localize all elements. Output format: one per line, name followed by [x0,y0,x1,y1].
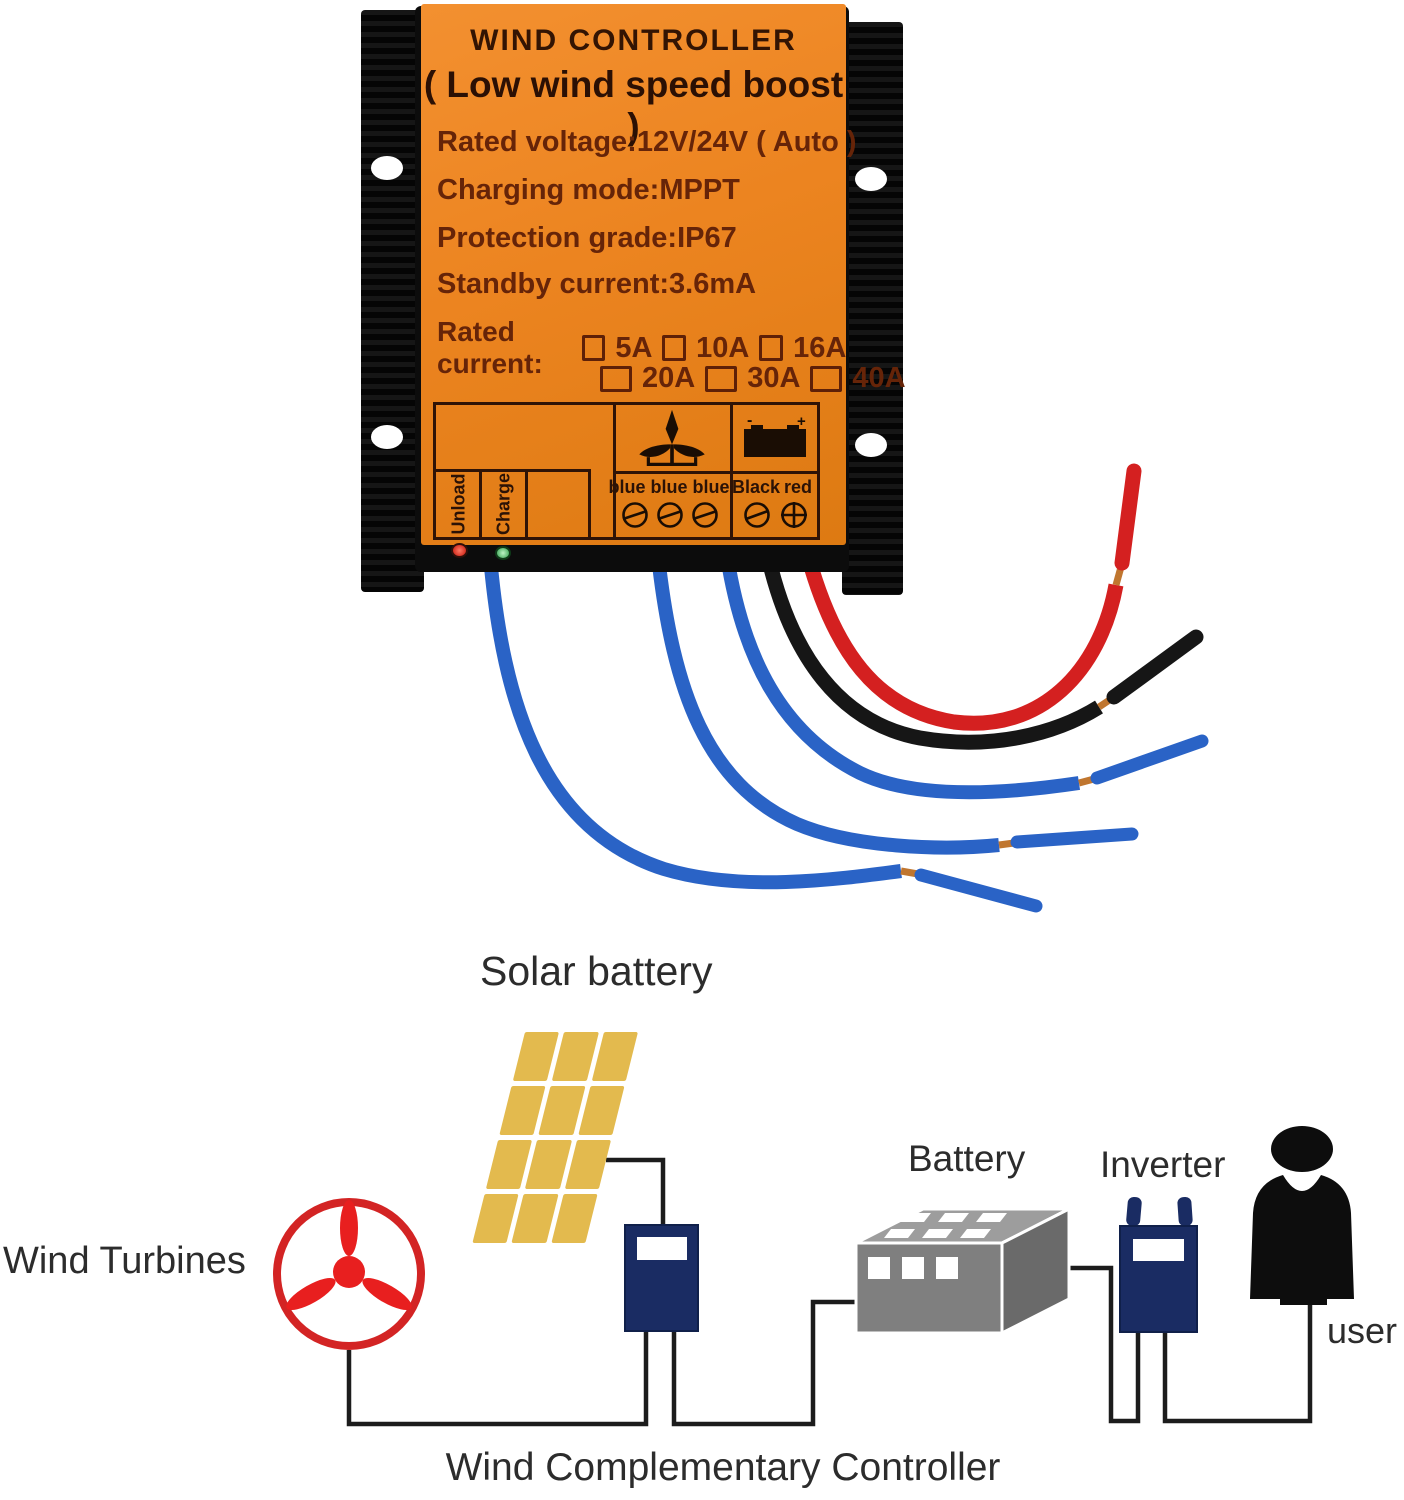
black-wire-tip [1106,629,1204,705]
blue-wire-3 [720,554,1081,800]
turbine-wires-label: blue blue blue [608,477,730,497]
current-checkbox-30a [705,365,738,392]
mounting-hole [855,167,887,191]
svg-text:+: + [797,413,806,430]
battery-neg-wire-label: Black [731,477,781,497]
wind-turbines-label: Wind Turbines [3,1240,246,1282]
mounting-hole [371,425,403,449]
current-option-5a: 5A [615,331,653,364]
current-checkbox-20a [600,365,632,392]
spec-rated-voltage: Rated voltage:12V/24V ( Auto ) [437,126,857,158]
svg-text:-: - [747,413,752,429]
inverter-to-user-line [1162,1305,1313,1424]
current-option-40a: 40A [852,362,906,394]
screw-terminal-icon [744,502,770,528]
rated-current-label: Rated current: [437,316,543,379]
current-checkbox-40a [810,365,843,392]
divider [479,469,482,537]
divider [525,469,528,537]
blue-wire-3-tip [1090,734,1209,785]
inverter-label: Inverter [1100,1144,1226,1185]
red-wire [800,553,1124,731]
red-led-indicator [451,543,468,558]
screw-terminal-icon [657,502,683,528]
battery-terminal-icon: - + [744,413,806,457]
current-option-16a: 16A [793,331,847,364]
blue-wire-2-tip [1010,827,1139,849]
current-checkbox-16a [759,335,784,361]
solar-battery-label: Solar battery [480,948,713,994]
mounting-hole [855,433,887,457]
charge-terminal-label: Charge [493,472,514,536]
terminal-diagram-box: Unload Charge - + blue blue blue Black r… [433,402,820,540]
battery-label: Battery [908,1138,1026,1179]
controller-box-icon [624,1224,699,1332]
divider [436,469,590,472]
blue-wire-2 [651,555,1000,855]
diagram-caption: Wind Complementary Controller [445,1446,1001,1489]
screw-terminal-icon [692,502,718,528]
diagram-lines [346,1157,1313,1427]
user-icon [1250,1126,1354,1305]
spec-charging-mode: Charging mode:MPPT [437,174,740,206]
heatsink-right-fin [842,22,903,595]
controller-wires [483,463,1209,913]
user-label: user [1327,1310,1398,1351]
mounting-hole [371,156,403,180]
divider [613,471,817,474]
battery-box-icon [854,1206,1071,1336]
red-wire-tip [1114,463,1142,571]
turbine-terminal-icon [639,409,705,466]
battery-to-inverter-line [1068,1265,1141,1424]
blue-wire-1 [483,555,902,890]
current-option-10a: 10A [696,331,750,364]
heatsink-left-fin [361,10,424,592]
inverter-icon [1119,1196,1198,1333]
blue-wire-1-tip [914,868,1043,913]
current-checkbox-5a [581,335,606,361]
black-wire [760,554,1103,750]
phillips-screw-terminal-icon [781,502,807,528]
rated-current-row-1: Rated current: 5A 10A 16A [437,316,846,380]
current-option-20a: 20A [642,362,696,394]
panel-to-controller-line [606,1157,666,1227]
controller-to-battery-line [671,1299,857,1427]
spec-protection-grade: Protection grade:IP67 [437,222,737,254]
battery-pos-wire-label: red [783,477,813,497]
current-option-30a: 30A [747,362,801,394]
device-subtitle: ( Low wind speed boost ) [423,64,844,147]
green-led-indicator [495,546,511,560]
turbine-to-controller-line [346,1332,649,1427]
wind-turbine-icon [273,1198,425,1350]
current-checkbox-10a [662,335,687,361]
unload-terminal-label: Unload [448,473,469,535]
device-spec-label: WIND CONTROLLER ( Low wind speed boost )… [421,4,906,545]
spec-standby-current: Standby current:3.6mA [437,268,757,300]
rated-current-row-2: 20A 30A 40A [600,362,906,395]
screw-terminal-icon [622,502,648,528]
divider [588,469,591,537]
device-title: WIND CONTROLLER [470,24,797,57]
